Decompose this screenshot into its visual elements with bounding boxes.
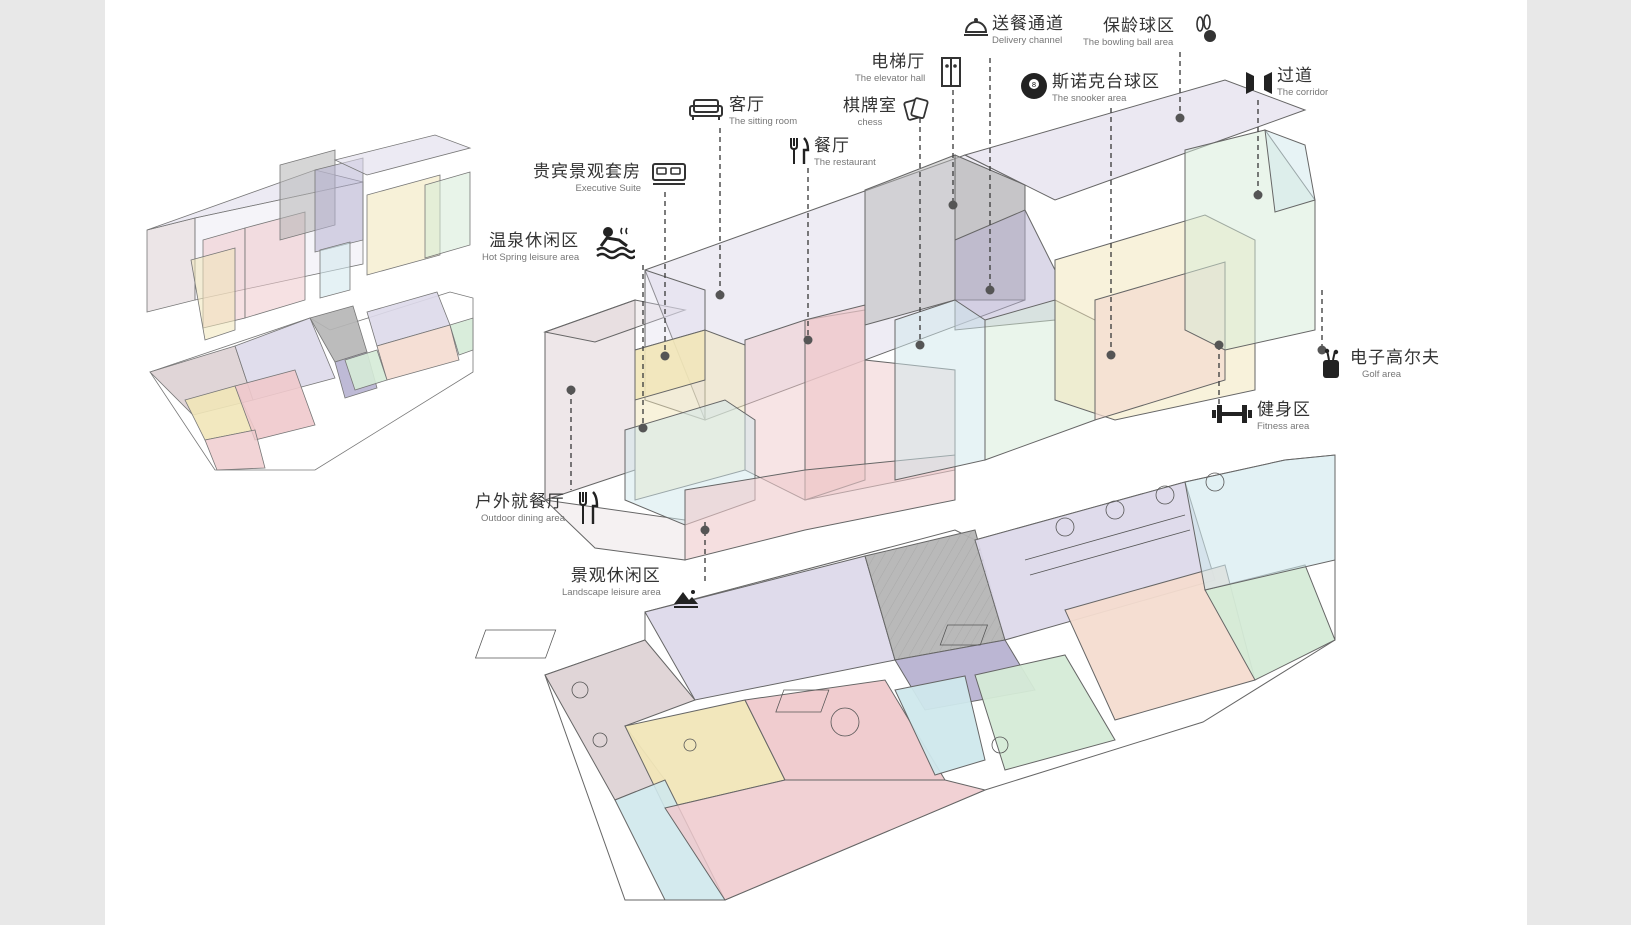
- label-elevator: 电梯厅 The elevator hall: [855, 54, 925, 84]
- label-delivery-en: Delivery channel: [992, 35, 1063, 46]
- bed-icon: [652, 163, 686, 185]
- label-corridor-en: The corridor: [1277, 87, 1329, 98]
- svg-text:8: 8: [1032, 81, 1036, 89]
- playing-cards-icon: [903, 97, 929, 121]
- golf-bag-icon: [1323, 348, 1339, 378]
- label-landscape: 景观休闲区 Landscape leisure area: [562, 568, 661, 598]
- small-model: [146, 134, 474, 471]
- fork-knife-icon: [790, 137, 810, 164]
- dumbbell-icon: [1212, 405, 1252, 423]
- small-massing: [146, 134, 472, 341]
- main-floor-plan: [474, 454, 1336, 901]
- leader-dots: [566, 113, 1327, 535]
- fork-knife-icon-outdoor: [579, 491, 599, 524]
- label-outdoor-en: Outdoor dining area: [481, 513, 565, 524]
- diagram-canvas: 8: [105, 0, 1527, 925]
- label-bowling-en: The bowling ball area: [1083, 37, 1174, 48]
- label-landscape-en: Landscape leisure area: [562, 587, 661, 598]
- bowling-icon: [1196, 14, 1216, 42]
- label-sitting-en: The sitting room: [729, 116, 798, 127]
- label-elevator-zh: 电梯厅: [871, 52, 926, 72]
- label-corridor-zh: 过道: [1277, 66, 1313, 86]
- label-fitness-en: Fitness area: [1257, 421, 1310, 432]
- label-suite: 贵宾景观套房 Executive Suite: [533, 164, 641, 194]
- hot-spring-icon: [596, 227, 635, 260]
- label-sitting-zh: 客厅: [729, 95, 765, 115]
- label-snooker: 斯诺克台球区 The snooker area: [1052, 74, 1160, 104]
- label-hotspring-zh: 温泉休闲区: [489, 231, 580, 251]
- cloche-icon: [964, 18, 988, 36]
- label-suite-zh: 贵宾景观套房: [533, 162, 641, 182]
- label-golf-zh: 电子高尔夫: [1350, 348, 1440, 368]
- label-suite-en: Executive Suite: [575, 183, 641, 194]
- label-fitness-zh: 健身区: [1257, 400, 1311, 420]
- axonometric-diagram: [146, 52, 1336, 901]
- label-outdoor: 户外就餐厅 Outdoor dining area: [475, 494, 565, 524]
- zone-corridor-plan: [1184, 454, 1336, 591]
- furniture-marks: [474, 472, 1225, 754]
- label-outdoor-zh: 户外就餐厅: [475, 492, 565, 512]
- label-restaurant: 餐厅 The restaurant: [814, 138, 876, 168]
- label-fitness: 健身区 Fitness area: [1257, 402, 1311, 432]
- label-landscape-zh: 景观休闲区: [570, 566, 661, 586]
- label-snooker-en: The snooker area: [1052, 93, 1127, 104]
- zone-landscape-plan: [664, 779, 987, 901]
- label-chess-zh: 棋牌室: [843, 96, 897, 116]
- label-golf-en: Golf area: [1362, 369, 1402, 380]
- label-restaurant-en: The restaurant: [814, 157, 876, 168]
- small-floor-plan: [149, 291, 474, 471]
- label-bowling-zh: 保龄球区: [1103, 16, 1175, 36]
- main-massing: [543, 79, 1316, 561]
- label-restaurant-zh: 餐厅: [814, 136, 850, 156]
- label-hotspring: 温泉休闲区 Hot Spring leisure area: [482, 233, 579, 263]
- label-snooker-zh: 斯诺克台球区: [1052, 72, 1160, 92]
- label-corridor: 过道 The corridor: [1277, 68, 1328, 98]
- label-golf: 电子高尔夫 Golf area: [1350, 350, 1440, 380]
- zone-chess-plan: [894, 675, 986, 776]
- label-hotspring-en: Hot Spring leisure area: [482, 252, 580, 263]
- label-chess: 棋牌室 chess: [843, 98, 897, 128]
- label-delivery-zh: 送餐通道: [992, 14, 1064, 34]
- label-chess-en: chess: [857, 117, 883, 128]
- label-elevator-en: The elevator hall: [855, 73, 926, 84]
- label-bowling: 保龄球区 The bowling ball area: [1083, 18, 1175, 48]
- sofa-icon: [689, 99, 723, 120]
- label-delivery: 送餐通道 Delivery channel: [992, 16, 1064, 46]
- corridor-icon: [1246, 72, 1272, 94]
- elevator-icon: [941, 57, 961, 87]
- snooker-ball-icon: 8: [1021, 73, 1047, 99]
- label-sitting: 客厅 The sitting room: [729, 97, 797, 127]
- landscape-icon: [674, 590, 698, 608]
